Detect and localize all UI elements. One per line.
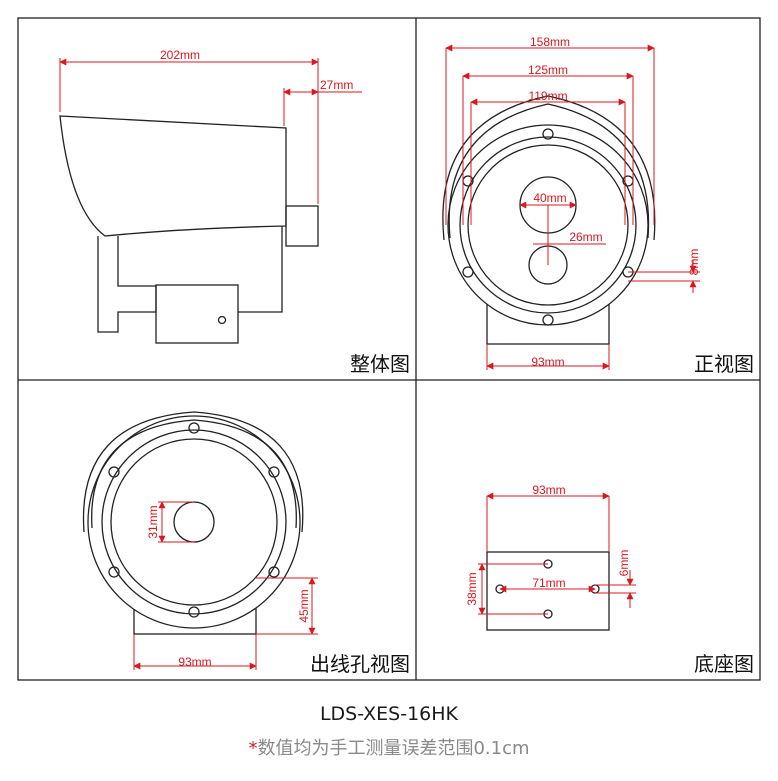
camera-front-view [442, 95, 656, 345]
panel-label-base: 底座图 [694, 652, 754, 676]
base-dimensions [478, 492, 636, 615]
dim-base-width: 93mm [532, 483, 565, 497]
drawing-grid [17, 17, 761, 681]
front-dimensions [445, 44, 700, 370]
panel-label-cable: 出线孔视图 [310, 652, 410, 676]
dim-front-base-width: 93mm [531, 355, 564, 369]
note-text: 数值均为手工测量误差范围0.1cm [257, 738, 530, 759]
dim-cable-base-height: 45mm [297, 589, 311, 622]
dim-cable-base-width: 93mm [178, 655, 211, 669]
camera-rear-view [82, 411, 304, 635]
overall-dimensions [59, 58, 362, 204]
dim-lens-large: 40mm [533, 191, 566, 205]
dim-cable-hole: 31mm [146, 505, 160, 538]
dim-lens-offset: 27mm [320, 78, 353, 92]
camera-side-view [59, 115, 319, 344]
dim-hole-offset: 8mm [687, 249, 701, 276]
dim-outer-diameter: 158mm [530, 35, 570, 49]
panel-base: 93mm 38mm 71mm 6mm 底座图 [465, 483, 754, 676]
dim-middle-diameter: 125mm [528, 63, 568, 77]
panel-cable: 31mm 45mm 93mm 出线孔视图 [82, 411, 410, 676]
dim-inner-diameter: 119mm [528, 89, 567, 103]
note-star: * [248, 738, 258, 759]
measurement-note: *数值均为手工测量误差范围0.1cm [0, 734, 778, 760]
dim-base-hole-spacing: 71mm [532, 576, 565, 590]
cable-dimensions [133, 501, 318, 670]
dim-base-height: 38mm [465, 572, 479, 605]
dim-total-length: 202mm [160, 48, 200, 62]
panel-overall: 202mm 27mm 整体图 [59, 48, 410, 376]
dim-base-hole-offset: 6mm [617, 550, 631, 577]
model-name: LDS-XES-16HK [319, 703, 459, 725]
dim-center-spacing: 26mm [569, 230, 602, 244]
panel-label-front: 正视图 [694, 352, 754, 376]
panel-label-overall: 整体图 [350, 352, 410, 376]
panel-front: 158mm 125mm 119mm 40mm 26mm 8mm 93mm 正视图 [442, 35, 754, 376]
